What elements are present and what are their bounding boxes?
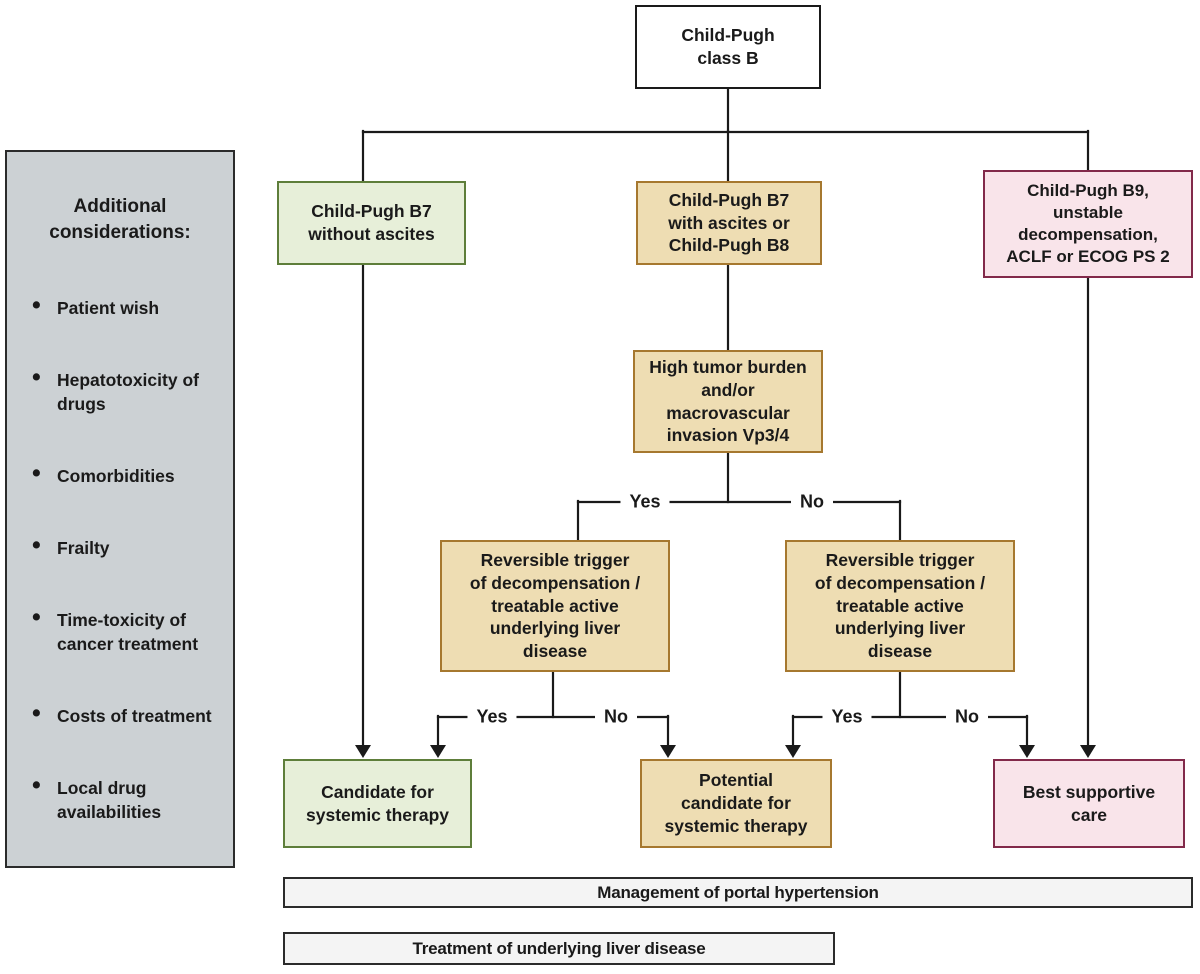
decision-label-no: No: [791, 491, 833, 513]
decision-label-yes: Yes: [822, 706, 872, 728]
list-item: Local drug availabilities: [27, 773, 213, 824]
decision-label-no: No: [946, 706, 988, 728]
additional-considerations-panel: Additional considerations: Patient wish …: [5, 150, 235, 868]
decision-label-no: No: [595, 706, 637, 728]
arrow-down-icon: [785, 745, 801, 758]
node-b9-unstable-decompensation: Child-Pugh B9, unstable decompensation, …: [983, 170, 1193, 278]
node-potential-candidate-systemic-therapy: Potential candidate for systemic therapy: [640, 759, 832, 848]
node-child-pugh-class-b: Child-Pugh class B: [635, 5, 821, 89]
arrow-down-icon: [355, 745, 371, 758]
node-reversible-trigger-left: Reversible trigger of decompensation / t…: [440, 540, 670, 672]
list-item: Time-toxicity of cancer treatment: [27, 605, 213, 656]
bar-treatment-underlying-liver-disease: Treatment of underlying liver disease: [283, 932, 835, 965]
node-b7-without-ascites: Child-Pugh B7 without ascites: [277, 181, 466, 265]
node-candidate-systemic-therapy: Candidate for systemic therapy: [283, 759, 472, 848]
node-high-tumor-burden: High tumor burden and/or macrovascular i…: [633, 350, 823, 453]
arrow-down-icons: [355, 745, 1096, 758]
arrow-down-icon: [430, 745, 446, 758]
additional-considerations-title: Additional considerations:: [49, 196, 191, 243]
list-item: Hepatotoxicity of drugs: [27, 365, 213, 416]
arrow-down-icon: [660, 745, 676, 758]
considerations-list: Patient wish Hepatotoxicity of drugs Com…: [27, 293, 213, 824]
arrow-down-icon: [1080, 745, 1096, 758]
list-item: Patient wish: [27, 293, 213, 320]
bar-management-portal-hypertension: Management of portal hypertension: [283, 877, 1193, 908]
decision-label-yes: Yes: [467, 706, 517, 728]
list-item: Comorbidities: [27, 461, 213, 488]
list-item: Frailty: [27, 533, 213, 560]
node-b7-with-ascites-or-b8: Child-Pugh B7 with ascites or Child-Pugh…: [636, 181, 822, 265]
list-item: Costs of treatment: [27, 701, 213, 728]
node-best-supportive-care: Best supportive care: [993, 759, 1185, 848]
node-reversible-trigger-right: Reversible trigger of decompensation / t…: [785, 540, 1015, 672]
decision-label-yes: Yes: [620, 491, 670, 513]
arrow-down-icon: [1019, 745, 1035, 758]
